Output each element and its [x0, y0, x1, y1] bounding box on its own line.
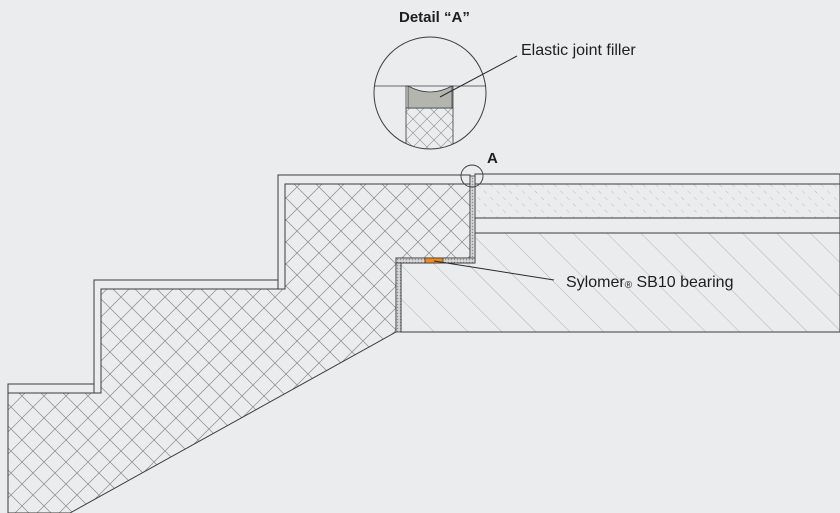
detail-a-magnified — [373, 36, 487, 150]
joint-filler — [407, 85, 453, 109]
filler-leader — [439, 55, 518, 98]
landing-layer — [474, 217, 840, 234]
landing-screed — [474, 183, 840, 219]
detail-a-marker-circle — [460, 164, 484, 188]
bearing-label-name: Sylomer — [566, 274, 625, 291]
joint-filler-label: Elastic joint filler — [521, 42, 636, 59]
detail-title: Detail “A” — [399, 9, 470, 26]
bearing-label: Sylomer® SB10 bearing — [566, 274, 733, 292]
landing-topping — [474, 173, 840, 185]
stair-finish — [7, 174, 471, 394]
detail-marker-label: A — [487, 150, 498, 167]
bearing-leader — [433, 260, 555, 281]
sylomer-bearing — [424, 257, 444, 264]
registered-mark: ® — [624, 280, 633, 291]
stair-concrete — [7, 183, 471, 513]
bearing-label-type: SB10 bearing — [632, 274, 734, 291]
